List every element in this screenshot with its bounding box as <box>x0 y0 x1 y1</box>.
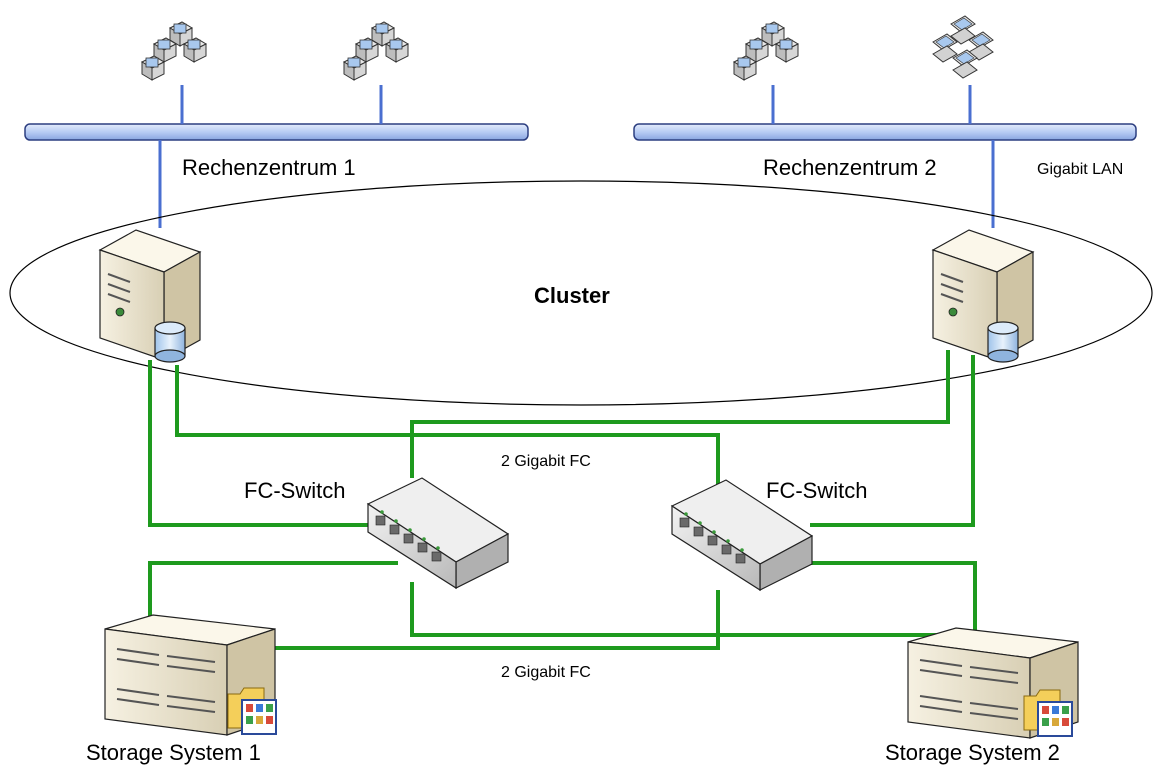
storage-2-label: Storage System 2 <box>885 740 1060 765</box>
storage-1-label: Storage System 1 <box>86 740 261 765</box>
fc-switch-right-label: FC-Switch <box>766 478 868 503</box>
lan-bus-right <box>633 123 1137 141</box>
fc-switch-left-label: FC-Switch <box>244 478 346 503</box>
storage-array-icon <box>104 614 276 736</box>
lan-bus-left <box>24 123 529 141</box>
server-tower-icon <box>98 229 202 362</box>
datacenter-2-label: Rechenzentrum 2 <box>763 155 937 180</box>
lan-label: Gigabit LAN <box>1037 161 1124 178</box>
database-icon <box>987 321 1019 363</box>
cluster-boundary <box>9 180 1153 406</box>
fc-links <box>148 350 977 650</box>
fc-link-top-label: 2 Gigabit FC <box>501 453 591 470</box>
lan-links <box>158 85 995 228</box>
fc-switch-icon <box>670 479 814 592</box>
fc-switch-icon <box>366 477 510 590</box>
datacenter-1-label: Rechenzentrum 1 <box>182 155 356 180</box>
folder-icon <box>1023 689 1073 737</box>
fc-link-bottom-label: 2 Gigabit FC <box>501 664 591 681</box>
server-tower-icon <box>931 229 1035 362</box>
laptop-group-icon <box>932 15 994 79</box>
database-icon <box>154 321 186 363</box>
workstation-group-icon <box>141 21 207 81</box>
folder-icon <box>227 687 277 735</box>
workstation-group-icon <box>343 21 409 81</box>
cluster-label: Cluster <box>534 283 610 308</box>
workstation-group-icon <box>733 21 799 81</box>
